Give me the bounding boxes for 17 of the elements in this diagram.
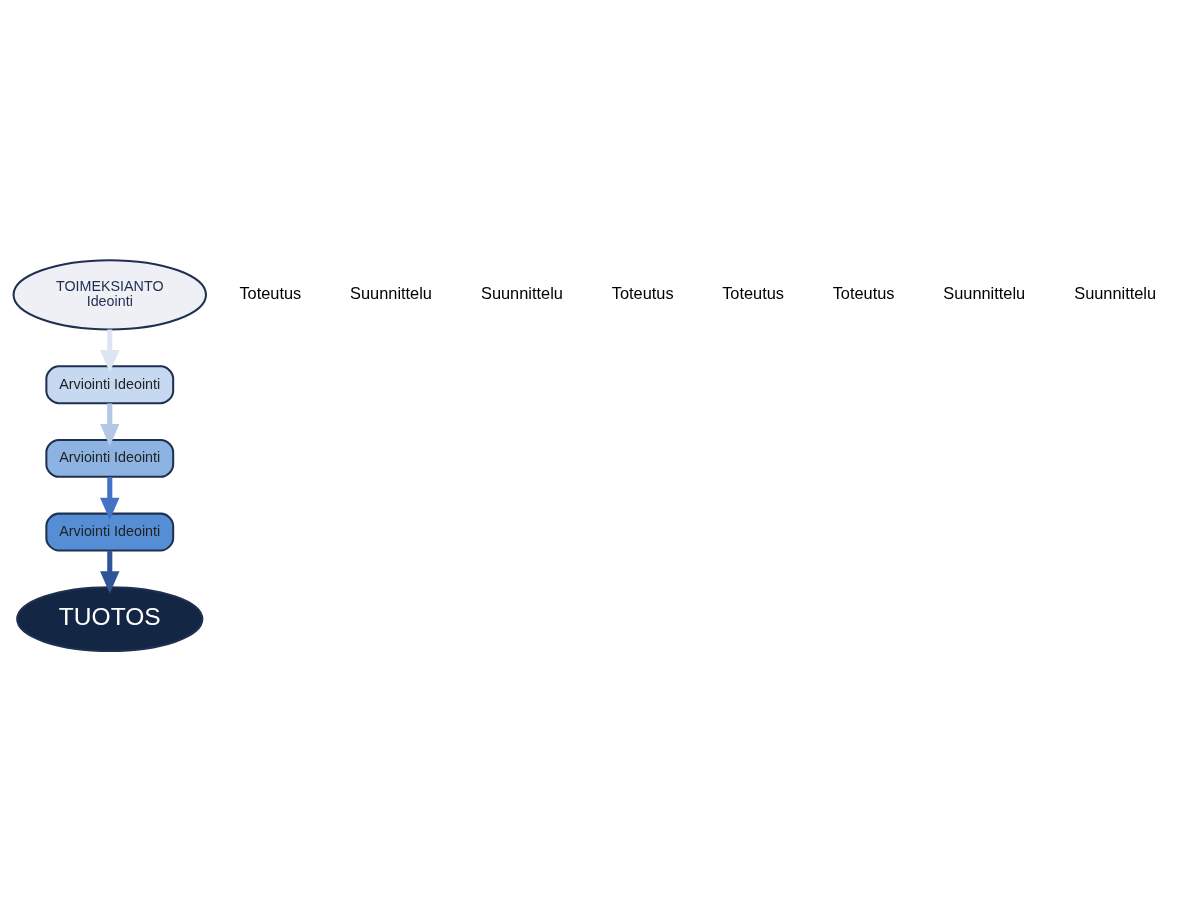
arrow (99, 476, 119, 520)
arrow (99, 550, 119, 593)
label: Toteutus (238, 283, 301, 302)
label: Suunnittelu (349, 283, 432, 302)
node-box: Arviointi Ideointi (44, 438, 174, 478)
node-box: Arviointi Ideointi (44, 364, 174, 404)
node-box: Arviointi Ideointi (44, 512, 174, 551)
label: Suunnittelu (480, 283, 563, 302)
node-ellipse: TUOTOS (15, 585, 203, 652)
arrow (99, 329, 119, 372)
arrow (99, 403, 119, 446)
label: Suunnittelu (942, 283, 1025, 302)
label: Toteutus (832, 283, 894, 302)
label: Suunnittelu (1073, 283, 1156, 302)
label: Toteutus (611, 283, 674, 302)
label: Toteutus (721, 283, 784, 302)
node-ellipse: TOIMEKSIANTO Ideointi (12, 258, 207, 330)
